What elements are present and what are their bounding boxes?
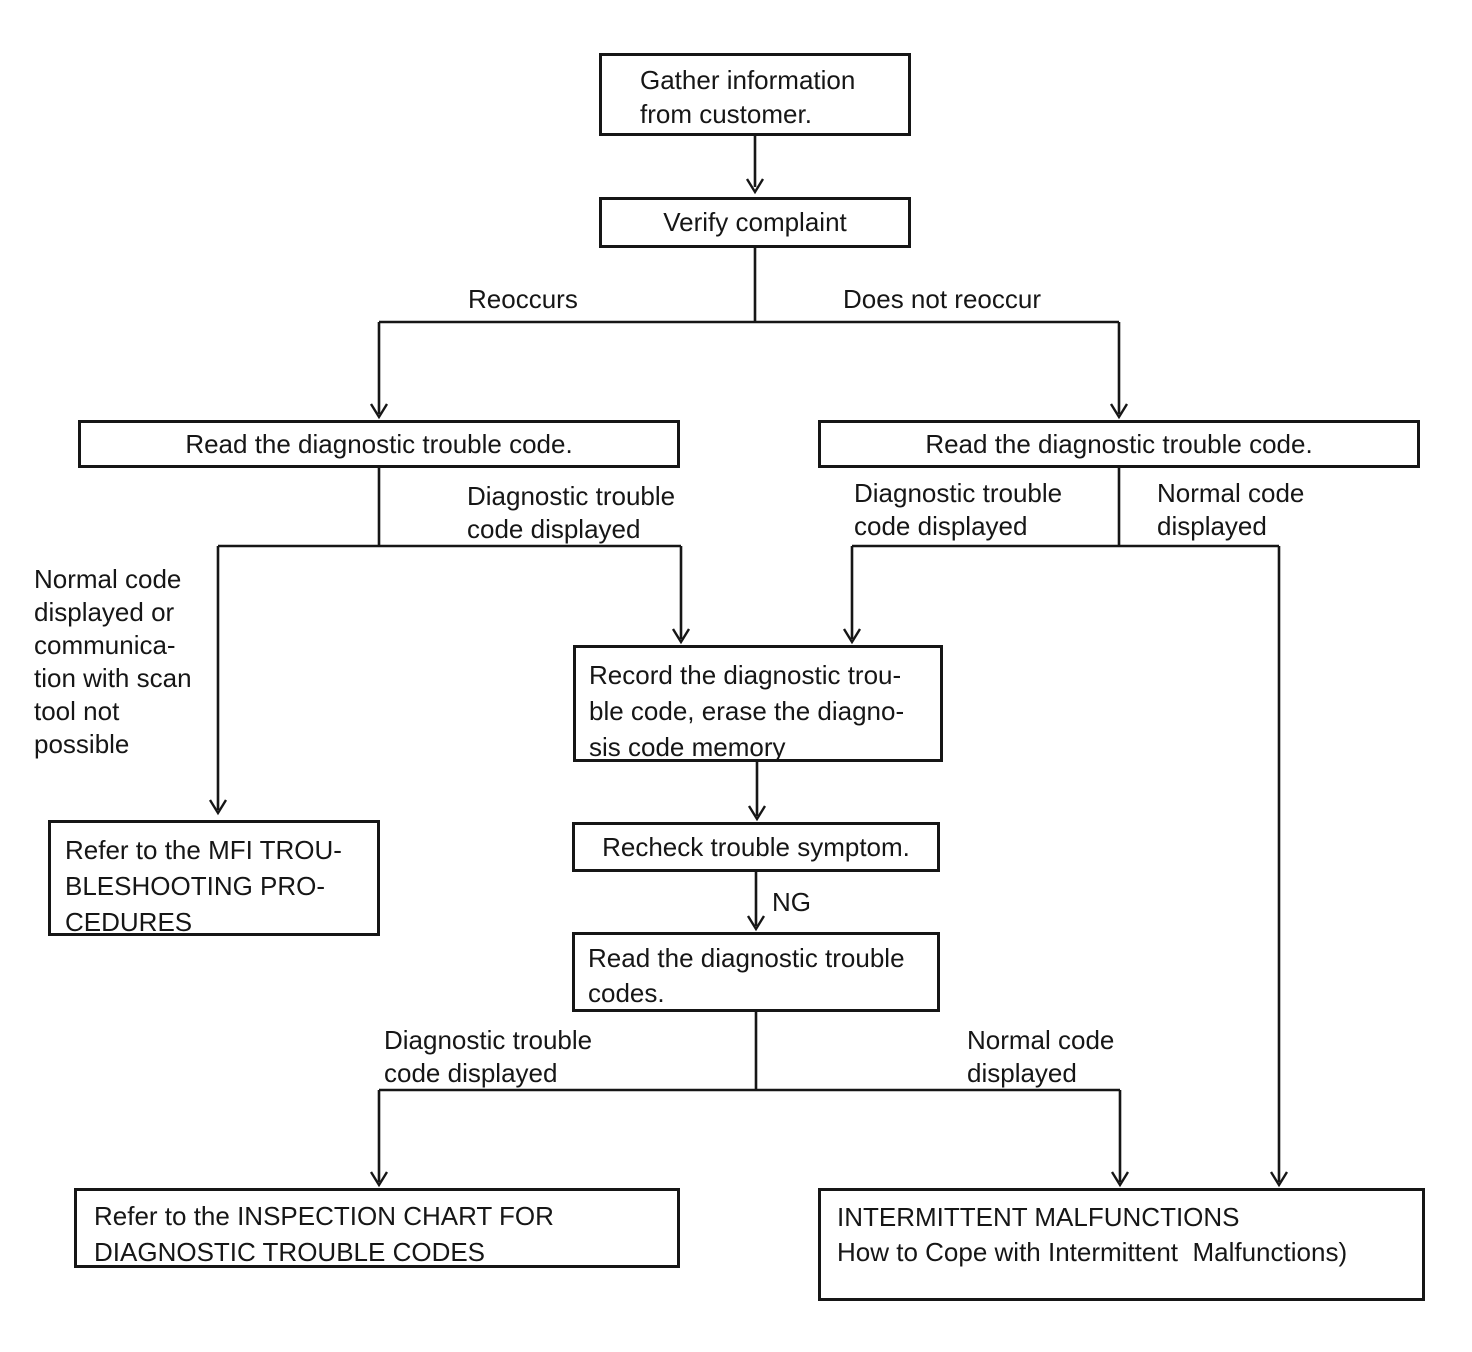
- node-gather-information: Gather information from customer.: [599, 53, 911, 136]
- node-recheck-symptom: Recheck trouble symptom.: [572, 822, 940, 872]
- label-reoccurs: Reoccurs: [468, 284, 578, 314]
- label-ng: NG: [772, 887, 811, 917]
- node-verify-complaint: Verify complaint: [599, 197, 911, 248]
- node-record-erase-code: Record the diagnostic trou- ble code, er…: [573, 645, 943, 762]
- label-normal-code-bottom: Normal code displayed: [967, 1025, 1115, 1088]
- label-dtc-displayed-bottom: Diagnostic trouble code displayed: [384, 1025, 593, 1088]
- node-intermittent-malfunctions: INTERMITTENT MALFUNCTIONS How to Cope wi…: [818, 1188, 1425, 1301]
- node-read-trouble-codes: Read the diagnostic trouble codes.: [572, 932, 940, 1012]
- node-read-trouble-code-left: Read the diagnostic trouble code.: [78, 420, 680, 468]
- label-normal-code-or-no-communication: Normal code displayed or communica- tion…: [34, 564, 192, 759]
- label-dtc-displayed-right: Diagnostic trouble code displayed: [854, 478, 1063, 541]
- label-dtc-displayed-left: Diagnostic trouble code displayed: [467, 481, 676, 544]
- label-normal-code-right: Normal code displayed: [1157, 478, 1305, 541]
- arrowheads: [208, 178, 1289, 1188]
- node-inspection-chart: Refer to the INSPECTION CHART FOR DIAGNO…: [74, 1188, 680, 1268]
- node-mfi-troubleshooting: Refer to the MFI TROU- BLESHOOTING PRO- …: [48, 820, 380, 937]
- label-does-not-reoccur: Does not reoccur: [843, 284, 1041, 314]
- node-read-trouble-code-right: Read the diagnostic trouble code.: [818, 420, 1420, 468]
- flow-lines: [216, 135, 1281, 1182]
